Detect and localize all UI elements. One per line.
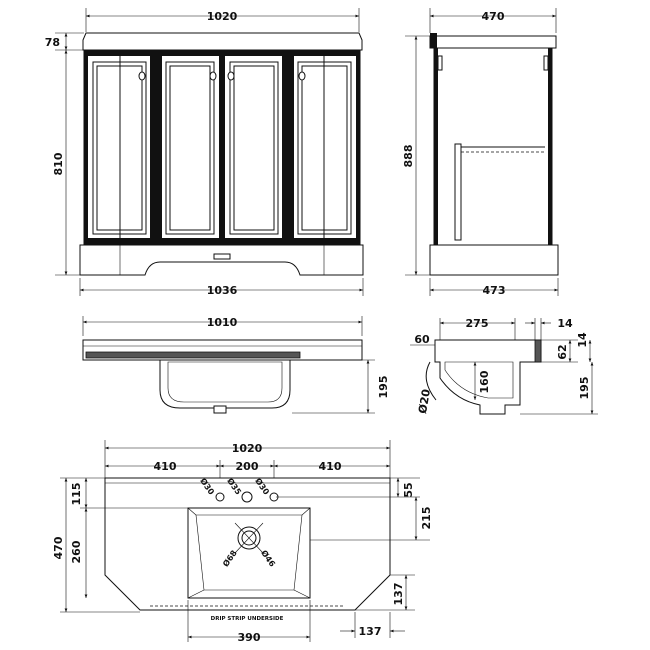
waste-outer-icon (237, 526, 261, 550)
plan-back-offset-label: 55 (402, 482, 415, 497)
basin-section-view: 275 14 60 62 14 160 195 Ø20 (410, 317, 598, 415)
section-bowl-height-label: 160 (478, 370, 491, 393)
side-height-label: 888 (402, 145, 415, 168)
plan-left-offset-label: 410 (154, 460, 177, 473)
section-waste-dia-label: Ø20 (416, 388, 433, 415)
plan-right-offset-label: 410 (319, 460, 342, 473)
door-handle-icon (298, 71, 306, 81)
plan-bowl-width-label: 390 (238, 631, 261, 644)
top-height-label: 78 (45, 36, 60, 49)
basin-front-view: 1010 195 (82, 316, 390, 414)
side-view: 470 888 473 (402, 8, 559, 297)
section-lip-label: 14 (557, 317, 573, 330)
door-handle-icon (138, 71, 146, 81)
door-panel-3 (229, 61, 279, 235)
door-handle-icon (209, 71, 217, 81)
plan-corner-vertical-label: 137 (392, 583, 405, 606)
plan-front-offset-label: 115 (70, 483, 83, 506)
plan-bowl (187, 507, 311, 599)
side-depth-label: 470 (482, 10, 505, 23)
plan-width-label: 1020 (232, 442, 263, 455)
basin-front-depth-label: 195 (377, 376, 390, 399)
waste-inner-icon (241, 530, 257, 546)
plan-tap-spacing-label: 200 (236, 460, 259, 473)
plan-bowl-offset-label: 215 (420, 507, 433, 530)
door-handle-icon (227, 71, 235, 81)
tap-hole-icon (215, 492, 225, 502)
plan-corner-horizontal-label: 137 (359, 625, 382, 638)
basin-plan-view: 1020 410 200 410 Ø30 Ø35 Ø30 Ø68 Ø46 DR (52, 440, 433, 644)
plan-bowl-depth-label: 260 (70, 540, 83, 563)
basin-bowl (159, 359, 291, 409)
section-depth-label: 275 (466, 317, 489, 330)
side-base-depth-label: 473 (483, 284, 506, 297)
front-view: 1020 (45, 8, 364, 297)
plan-depth-label: 470 (52, 536, 65, 559)
vanity-countertop (82, 32, 363, 51)
section-lip-right-label: 14 (576, 332, 589, 348)
tap-hole-icon (241, 491, 253, 503)
drip-strip-note: DRIP STRIP UNDERSIDE (211, 616, 284, 622)
section-rim-label: 60 (414, 333, 430, 346)
basin-section-profile (434, 339, 542, 415)
side-plinth (429, 244, 559, 276)
front-height-label: 810 (52, 152, 65, 175)
section-outer-height-label: 195 (578, 377, 591, 400)
vanity-plinth (79, 244, 364, 276)
side-countertop (429, 35, 557, 49)
door-panel-2 (165, 61, 215, 235)
base-width-label: 1036 (207, 284, 238, 297)
section-rim-height-label: 62 (556, 344, 569, 359)
basin-width-label: 1010 (207, 316, 238, 329)
front-width-label: 1020 (207, 10, 238, 23)
